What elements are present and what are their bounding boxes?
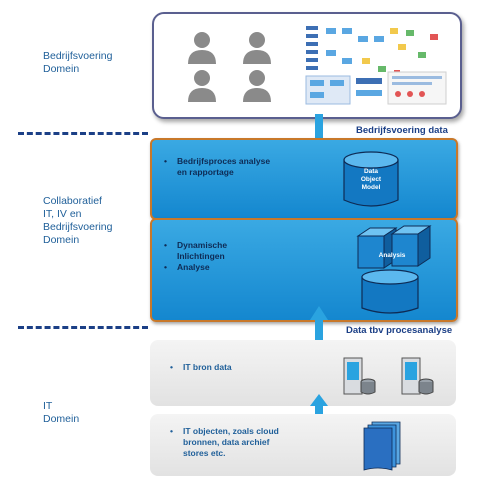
flow-label-process-data: Data tbv procesanalyse: [346, 325, 453, 336]
documents-stack-icon: [363, 421, 401, 471]
analysis-box: Dynamische Inlichtingen Analyse Analysis: [150, 218, 458, 322]
arrow-up-icon: [310, 306, 328, 348]
business-domain-box: [152, 12, 462, 119]
it-objects-box: IT objecten, zoals cloud bronnen, data a…: [150, 414, 456, 476]
reporting-box: Bedrijfsproces analyse en rapportage Dat…: [150, 138, 458, 220]
domain-separator-top: [18, 132, 148, 135]
it-source-box: IT bron data: [150, 340, 456, 406]
domain-label-it: IT Domein: [43, 400, 80, 425]
database-cylinder-icon: [343, 151, 399, 207]
analysis-cubes-icon: [356, 225, 432, 269]
analysis-cube-label: Analysis: [378, 252, 406, 259]
it-source-item: IT bron data: [170, 362, 290, 373]
people-icon: [188, 32, 271, 102]
reporting-list: Bedrijfsproces analyse en rapportage: [164, 156, 274, 178]
database-cylinder-icon: [361, 269, 419, 314]
it-source-list: IT bron data: [170, 362, 290, 373]
flow-label-business-data: Bedrijfsvoering data: [356, 125, 448, 136]
it-objects-list: IT objecten, zoals cloud bronnen, data a…: [170, 426, 290, 459]
server-icon: [401, 357, 434, 395]
domain-label-business: Bedrijfsvoering Domein: [43, 50, 113, 75]
analysis-item: Dynamische Inlichtingen: [164, 240, 274, 262]
domain-label-collaborative: Collaboratief IT, IV en Bedrijfsvoering …: [43, 195, 113, 246]
process-diagram-thumbnail-icon: [302, 22, 452, 110]
reporting-item: Bedrijfsproces analyse en rapportage: [164, 156, 274, 178]
analysis-item: Analyse: [164, 262, 274, 273]
analysis-list: Dynamische Inlichtingen Analyse: [164, 240, 274, 273]
database-label: Data Object Model: [360, 168, 382, 191]
domain-separator-bottom: [18, 326, 148, 329]
server-icon: [343, 357, 376, 395]
it-objects-item: IT objecten, zoals cloud bronnen, data a…: [170, 426, 290, 459]
